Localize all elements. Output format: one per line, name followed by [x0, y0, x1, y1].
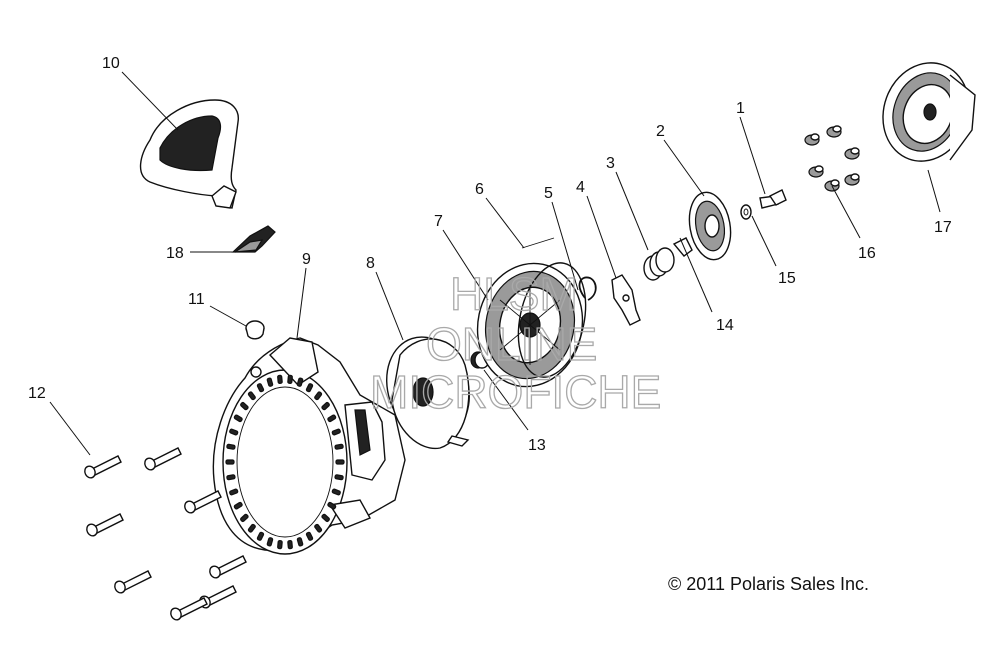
callout-9: 9: [302, 251, 311, 268]
callout-5: 5: [544, 185, 553, 202]
callout-6: 6: [475, 181, 484, 198]
vent-slot: [287, 374, 293, 384]
part-9-starter-housing: [212, 337, 406, 555]
watermark-line-2: ONLINE: [426, 318, 597, 370]
callout-4: 4: [576, 179, 585, 196]
vent-slot: [327, 414, 337, 423]
part-7-recoil-pulley: [476, 262, 587, 388]
part-12-screws: [84, 447, 247, 621]
vent-slot: [334, 443, 344, 450]
callout-3: 3: [606, 155, 615, 172]
vent-slot: [226, 474, 236, 481]
flange-nut: [844, 173, 860, 186]
part-15-washer: [740, 204, 752, 220]
part-18-handle-insert: [231, 225, 276, 253]
flange-nut: [824, 179, 840, 192]
vent-slot: [240, 513, 249, 523]
callout-8: 8: [366, 255, 375, 272]
vent-slot: [225, 459, 235, 465]
vent-slot: [321, 401, 330, 411]
part-17-drive-cup: [882, 62, 976, 162]
vent-slot: [247, 523, 256, 533]
callout-10: 10: [102, 55, 120, 72]
vent-slot: [240, 401, 249, 411]
part-4-pawl: [611, 274, 641, 326]
vent-slot: [266, 377, 274, 387]
vent-slot: [331, 428, 341, 436]
part-6-rope: [521, 237, 555, 249]
part-3-spring: [643, 247, 675, 281]
vent-slot: [287, 540, 293, 550]
callout-11: 11: [188, 291, 205, 308]
vent-slot: [314, 391, 323, 401]
part-10-starter-handle: [139, 99, 239, 209]
watermark: HLSM ONLINE MICROFICHE: [369, 267, 662, 418]
vent-slot: [335, 459, 345, 465]
watermark-line-3: MICROFICHE: [370, 366, 661, 418]
screw: [184, 490, 222, 514]
flange-nut: [844, 147, 860, 160]
screw: [84, 455, 122, 479]
vent-slot: [277, 374, 283, 384]
vent-slot: [321, 513, 330, 523]
callout-16: 16: [858, 245, 876, 262]
part-11-plug: [245, 320, 265, 340]
vent-slot: [229, 428, 239, 436]
callout-2: 2: [656, 123, 665, 140]
vent-slot: [334, 474, 344, 481]
part-16-nuts: [804, 125, 860, 192]
vent-slot: [277, 540, 283, 550]
vent-slot: [296, 537, 304, 547]
vent-slot: [327, 501, 337, 510]
vent-slot: [226, 443, 236, 450]
vent-slot: [296, 377, 304, 387]
vent-slot: [331, 488, 341, 496]
watermark-line-1: HLSM: [450, 268, 578, 320]
part-5-clip: [578, 276, 597, 301]
callout-17: 17: [934, 219, 952, 236]
vent-slot: [256, 383, 265, 393]
screw: [170, 597, 208, 621]
vent-slot: [305, 383, 314, 393]
housing-vent-slots: [225, 374, 345, 550]
callout-18: 18: [166, 245, 184, 262]
flange-nut: [804, 133, 820, 146]
callout-15: 15: [778, 270, 796, 287]
callout-12: 12: [28, 385, 46, 402]
vent-slot: [247, 391, 256, 401]
vent-slot: [233, 414, 243, 423]
callout-13: 13: [528, 437, 546, 454]
callout-14: 14: [716, 317, 734, 334]
callout-numbers: 1 2 3 4 5 6 7 8 9 10 11 12 13 14 15 16 1…: [28, 55, 952, 454]
screw: [209, 555, 247, 579]
leader-lines: [49, 71, 941, 456]
part-2-friction-disc: [688, 191, 732, 261]
screw: [114, 570, 152, 594]
screw: [144, 447, 182, 471]
part-8-plate: [386, 336, 470, 450]
vent-slot: [266, 537, 274, 547]
vent-slot: [229, 488, 239, 496]
part-1-bolt: [759, 189, 787, 209]
vent-slot: [314, 523, 323, 533]
part-14-clip: [672, 237, 693, 257]
vent-slot: [305, 531, 314, 541]
flange-nut: [808, 165, 824, 178]
screw: [86, 513, 124, 537]
copyright-notice: © 2011 Polaris Sales Inc.: [668, 574, 869, 594]
vent-slot: [233, 501, 243, 510]
callout-7: 7: [434, 213, 443, 230]
flange-nut: [826, 125, 842, 138]
callout-1: 1: [736, 100, 745, 117]
vent-slot: [256, 531, 265, 541]
